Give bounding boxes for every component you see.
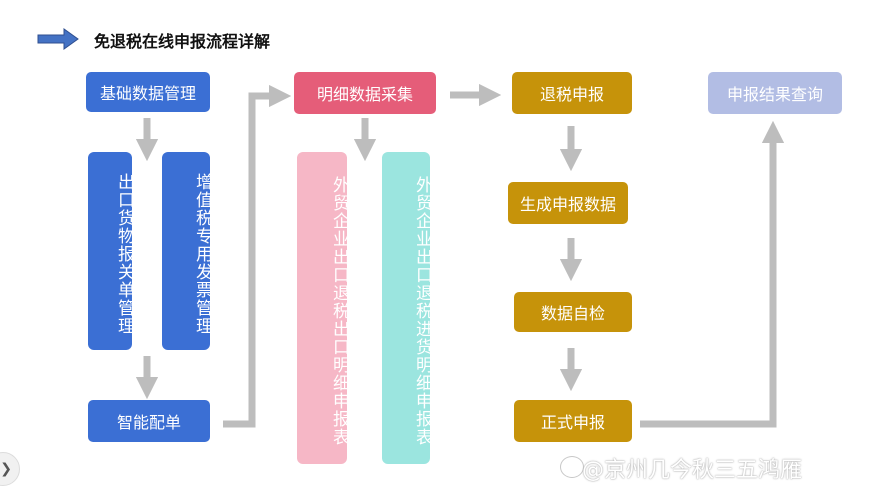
node-export-detail: 外贸企业出口退税出口明细申报表 [297,152,349,464]
chevron-right-icon: ❯ [0,461,12,477]
arrow-smart-to-collect [223,84,292,428]
node-formal-declare: 正式申报 [514,400,632,442]
node-purchase-detail: 外贸企业出口退税进货明细申报表 [382,152,432,464]
node-refund-declare: 退税申报 [512,72,632,114]
node-self-check: 数据自检 [514,292,632,332]
node-smart-match: 智能配单 [88,400,210,442]
node-export-customs: 出口货物报关单管理 [88,152,134,350]
node-base-data: 基础数据管理 [86,72,210,112]
page-title: 免退税在线申报流程详解 [94,32,271,51]
watermark-logo-icon [560,456,584,478]
node-result-query: 申报结果查询 [708,72,842,114]
node-generate-data: 生成申报数据 [508,182,628,224]
node-vat-invoice: 增值税专用发票管理 [162,152,212,350]
title-arrow-icon [37,28,79,50]
watermark: @京州几今秋三五鸿雁 [582,458,803,483]
arrow-formal-to-result [640,120,785,428]
node-detail-collect: 明细数据采集 [294,72,436,114]
